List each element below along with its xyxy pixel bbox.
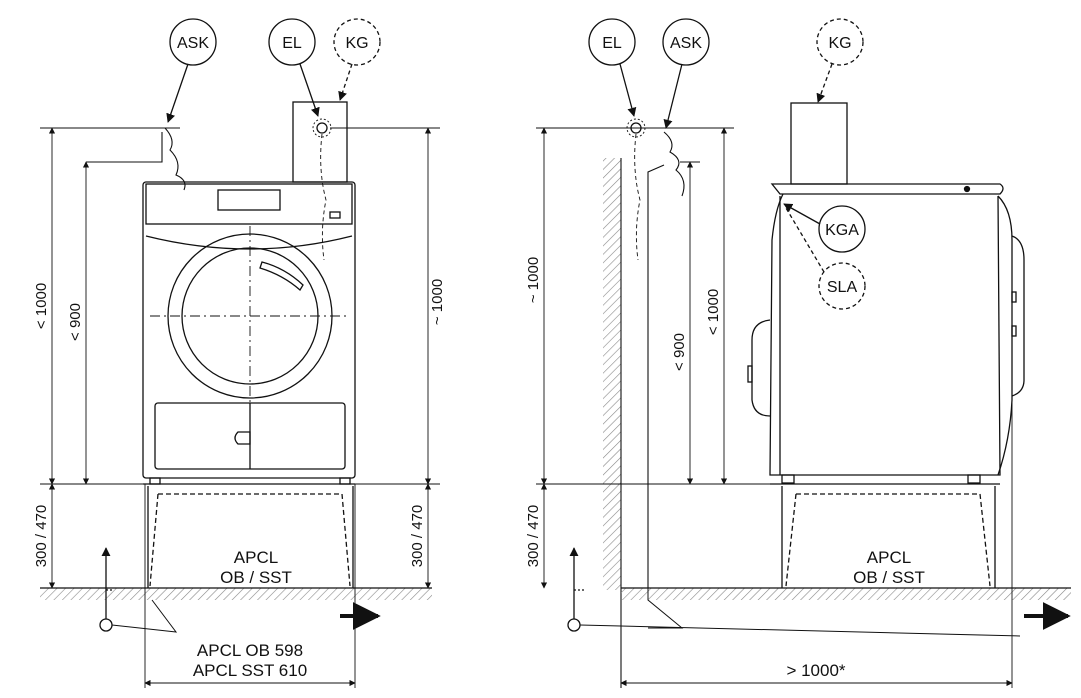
- bubble-ask-side: [662, 18, 710, 66]
- plinth-label-front-2: OB / SST: [220, 568, 292, 587]
- dim-top-height-side: < 900: [671, 333, 688, 371]
- bubble-sla-side: [818, 262, 866, 310]
- bubble-kg-side: [816, 18, 864, 66]
- dryer-side: [747, 183, 1025, 484]
- plinth-label-front-1: APCL: [234, 548, 278, 567]
- bubble-sla-side-label: SLA: [827, 279, 858, 296]
- wall-hatch: [603, 158, 621, 590]
- ask-connection-side: [663, 131, 685, 197]
- dim-plinth-left-front: 300 / 470: [33, 505, 50, 568]
- floor-hatch-front: [40, 588, 432, 600]
- bubble-ask-front: [169, 18, 217, 66]
- bubble-el-front-label: EL: [282, 35, 302, 52]
- side-view: [536, 18, 1071, 688]
- exhaust-duct-front: [292, 101, 348, 183]
- plinth-side: [770, 483, 1000, 588]
- front-view: [40, 18, 440, 688]
- bubble-ask-side-label: ASK: [670, 35, 702, 52]
- dim-plinth-side: 300 / 470: [525, 505, 542, 568]
- dim-overall-height-front: < 1000: [33, 283, 50, 329]
- dim-duct-height-front: ~ 1000: [429, 279, 446, 325]
- wall-distance-label: > 1000*: [786, 661, 845, 680]
- bubble-el-side-label: EL: [602, 35, 622, 52]
- floor-hatch-side: [621, 588, 1071, 600]
- bubble-kga-side: [818, 205, 866, 253]
- plinth-label-side-2: OB / SST: [853, 568, 925, 587]
- bubble-el-front: [268, 18, 316, 66]
- width-label-front-2: APCL SST 610: [193, 661, 307, 680]
- bubble-kg-front: [333, 18, 381, 66]
- dryer-front: [142, 181, 356, 485]
- width-label-front-1: APCL OB 598: [197, 641, 303, 660]
- bubble-el-side: [588, 18, 636, 66]
- dim-ask-height-side: < 1000: [705, 289, 722, 335]
- exhaust-duct-side: [790, 102, 848, 185]
- dim-overall-height-side: ~ 1000: [525, 257, 542, 303]
- bubble-kg-side-label: KG: [828, 35, 851, 52]
- dim-plinth-right-front: 300 / 470: [409, 505, 426, 568]
- ask-connection-front: [164, 127, 186, 191]
- plinth-front: [143, 483, 355, 588]
- dim-top-height-front: < 900: [67, 303, 84, 341]
- electrical-connection-front: [316, 122, 328, 134]
- bubble-kg-front-label: KG: [345, 35, 368, 52]
- bubble-ask-front-label: ASK: [177, 35, 209, 52]
- bubble-kga-side-label: KGA: [825, 222, 859, 239]
- plinth-label-side-1: APCL: [867, 548, 911, 567]
